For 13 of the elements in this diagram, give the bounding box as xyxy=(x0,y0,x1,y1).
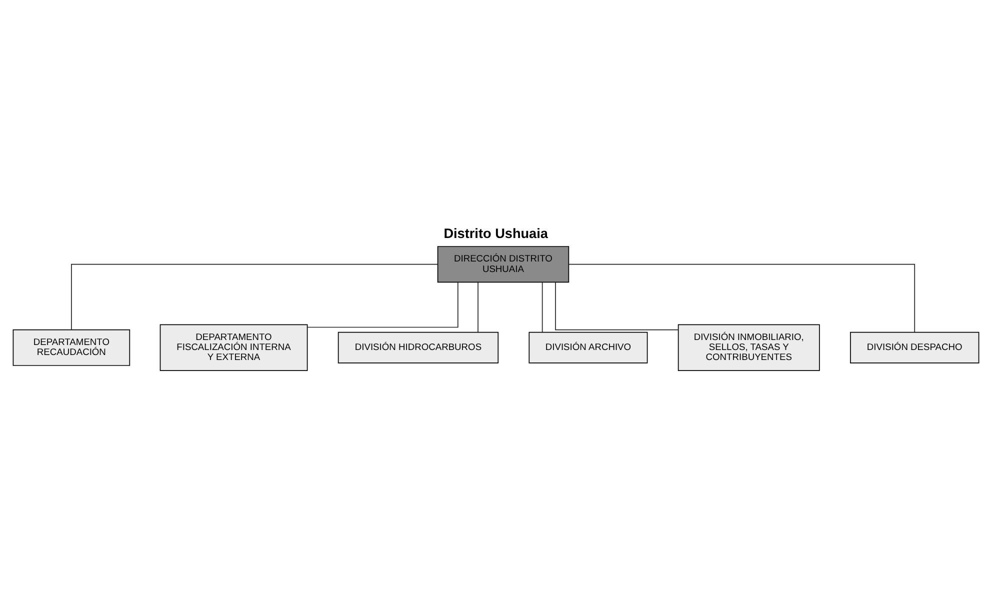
node-box: DIVISIÓN INMOBILIARIO, SELLOS, TASAS Y CONTRIBUYENTES xyxy=(678,324,820,371)
node-box: DEPARTAMENTO RECAUDACIÓN xyxy=(12,328,130,366)
node-box: DEPARTAMENTO FISCALIZACIÓN INTERNA Y EXTERNA xyxy=(160,324,308,371)
connector xyxy=(307,281,458,328)
connector xyxy=(555,281,679,330)
node-box: DIRECCIÓN DISTRITO USHUAIA xyxy=(437,246,570,282)
connector xyxy=(542,282,543,332)
connector xyxy=(568,263,916,332)
node-box: DIVISIÓN DESPACHO xyxy=(850,331,980,363)
node-box: DIVISIÓN HIDROCARBUROS xyxy=(338,331,499,363)
diagram-title: Distrito Ushuaia xyxy=(444,225,548,240)
connector xyxy=(71,263,438,330)
node-box: DIVISIÓN ARCHIVO xyxy=(528,331,648,363)
